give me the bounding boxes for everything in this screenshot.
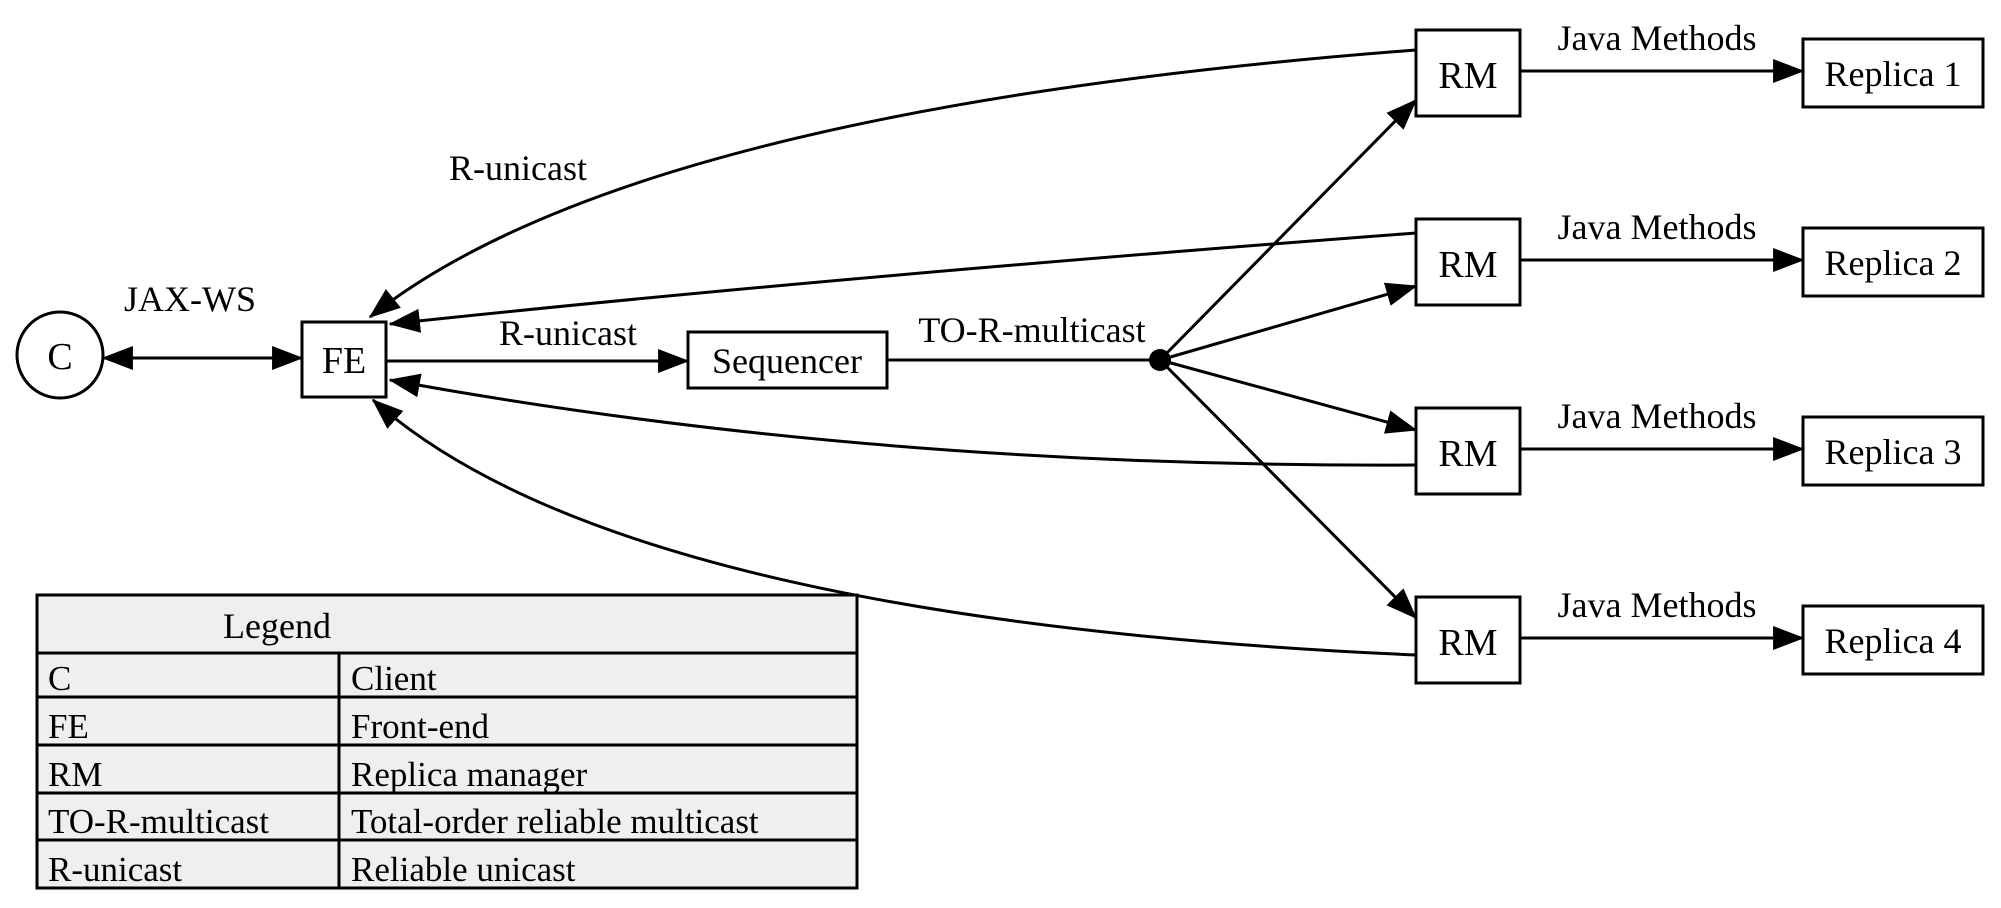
return-curve-rm3-fe (388, 373, 1417, 467)
replica-label-1: Replica 1 (1825, 54, 1962, 94)
replica-node-2 (1801, 226, 1985, 298)
rm-label-4: RM (1438, 622, 1497, 664)
legend-term-rm: RM (48, 755, 102, 794)
legend-term-r-unicast: R-unicast (48, 850, 182, 889)
replica-label-2: Replica 2 (1825, 243, 1962, 283)
multicast-line-rm4 (1158, 358, 1418, 620)
rm-label-1: RM (1438, 55, 1497, 97)
replica-node-4 (1801, 604, 1985, 676)
legend-table: Legend C Client FE Front-end RM Replica … (35, 593, 859, 890)
rm-label-2: RM (1438, 244, 1497, 286)
rm-node-4 (1414, 595, 1522, 685)
legend-term-fe: FE (48, 707, 89, 746)
rm-node-2 (1414, 217, 1522, 307)
replica-label-3: Replica 3 (1825, 432, 1962, 472)
r-unicast-mid-label: R-unicast (499, 313, 637, 353)
r-unicast-top-label: R-unicast (449, 148, 587, 188)
legend-term-to-r-multicast: TO-R-multicast (48, 802, 269, 841)
sequencer-node (686, 330, 889, 390)
legend-def-reliable-unicast: Reliable unicast (351, 850, 576, 889)
java-methods-label-2: Java Methods (1558, 207, 1757, 247)
legend-def-replica-manager: Replica manager (351, 755, 587, 794)
multicast-line-rm3 (1159, 358, 1418, 434)
frontend-node (300, 320, 388, 399)
client-node (15, 310, 105, 400)
legend-title: Legend (223, 606, 331, 646)
legend-def-total-order: Total-order reliable multicast (351, 802, 759, 841)
multicast-line-rm2 (1159, 282, 1418, 362)
rm-node-1 (1414, 28, 1522, 118)
java-methods-label-4: Java Methods (1558, 585, 1757, 625)
replica-label-4: Replica 4 (1825, 621, 1962, 661)
frontend-label: FE (322, 340, 366, 382)
legend-def-frontend: Front-end (351, 707, 490, 746)
replica-node-3 (1801, 415, 1985, 487)
rm-label-3: RM (1438, 433, 1497, 475)
replica-node-1 (1801, 37, 1985, 109)
legend-def-client: Client (351, 659, 437, 698)
sequencer-label: Sequencer (712, 341, 862, 381)
to-r-multicast-label: TO-R-multicast (918, 310, 1145, 350)
return-curve-rm4-fe (371, 398, 1417, 657)
rm-node-3 (1414, 406, 1522, 496)
legend-term-c: C (48, 659, 71, 698)
multicast-junction-dot (1149, 349, 1171, 371)
return-curve-rm2-fe (388, 231, 1417, 333)
return-curve-rm1-fe (368, 48, 1417, 319)
multicast-line-rm1 (1158, 98, 1418, 362)
java-methods-label-1: Java Methods (1558, 18, 1757, 58)
java-methods-label-3: Java Methods (1558, 396, 1757, 436)
jax-ws-label: JAX-WS (124, 279, 256, 319)
client-label: C (47, 336, 72, 378)
